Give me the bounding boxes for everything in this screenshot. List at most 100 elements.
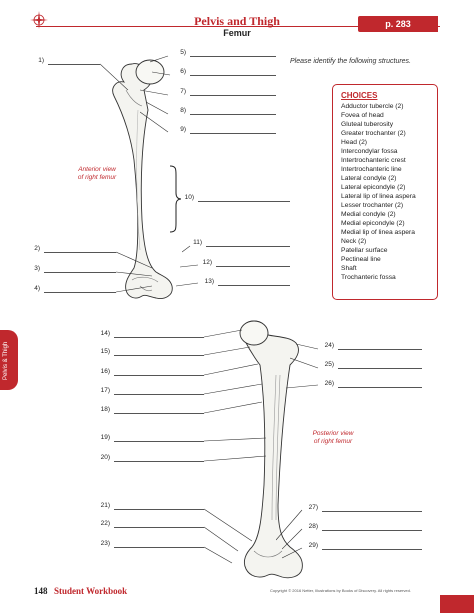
leader-line: [204, 329, 243, 338]
choice-item: Intertrochanteric crest: [341, 157, 406, 164]
label-number: 27): [308, 504, 318, 511]
answer-line[interactable]: [114, 441, 204, 442]
choice-item: Lateral lip of linea aspera: [341, 193, 416, 200]
label-number: 15): [100, 348, 110, 355]
answer-line[interactable]: [44, 272, 116, 273]
answer-line[interactable]: [338, 368, 422, 369]
answer-line[interactable]: [190, 133, 276, 134]
leader-line: [282, 547, 303, 559]
label-number: 16): [100, 368, 110, 375]
leader-line: [204, 401, 263, 414]
leader-line: [150, 55, 169, 63]
leader-line: [204, 526, 239, 552]
posterior-caption-text: Posterior view of right femur: [312, 430, 354, 445]
label-number: 26): [324, 380, 334, 387]
choice-item: Lesser trochanter (2): [341, 202, 404, 209]
choice-item: Medial condyle (2): [341, 211, 396, 218]
label-number: 7): [180, 88, 186, 95]
label-number: 3): [34, 265, 40, 272]
answer-line[interactable]: [216, 266, 290, 267]
anterior-femur-illustration: [112, 59, 173, 299]
choice-item: Adductor tubercle (2): [341, 103, 404, 110]
label-number: 24): [324, 342, 334, 349]
leader-line: [296, 343, 319, 350]
answer-line[interactable]: [114, 394, 204, 395]
answer-line[interactable]: [206, 246, 290, 247]
leader-line: [100, 63, 129, 91]
choice-item: Pectineal line: [341, 256, 381, 263]
choice-item: Neck (2): [341, 238, 367, 245]
answer-line[interactable]: [190, 56, 276, 57]
page-subtitle: Femur: [223, 28, 251, 38]
label-number: 23): [100, 540, 110, 547]
answer-line[interactable]: [114, 355, 204, 356]
leader-line: [204, 546, 233, 564]
section-side-tab: Pelvis & Thigh: [0, 330, 18, 390]
label-number: 2): [34, 245, 40, 252]
answer-line[interactable]: [338, 387, 422, 388]
answer-line[interactable]: [322, 511, 422, 512]
choice-item: Medial epicondyle (2): [341, 220, 405, 227]
leader-line: [276, 509, 303, 541]
label-number: 19): [100, 434, 110, 441]
choice-item: Medial lip of linea aspera: [341, 229, 415, 236]
posterior-femur-illustration: [239, 320, 303, 579]
leader-line: [116, 285, 153, 293]
leader-line: [116, 251, 153, 269]
answer-line[interactable]: [114, 337, 204, 338]
answer-line[interactable]: [218, 285, 290, 286]
header-rule: [36, 26, 440, 27]
label-number: 22): [100, 520, 110, 527]
answer-line[interactable]: [190, 114, 276, 115]
answer-line[interactable]: [198, 201, 290, 202]
compass-icon: [30, 11, 48, 29]
label-number: 5): [180, 49, 186, 56]
choice-item: Greater trochanter (2): [341, 130, 406, 137]
page-number: 148: [34, 586, 48, 596]
label-number: 12): [202, 259, 212, 266]
page-title: Pelvis and Thigh: [194, 14, 280, 28]
label-number: 28): [308, 523, 318, 530]
leader-line: [180, 264, 199, 268]
leader-line: [204, 437, 267, 442]
footer-corner-accent: [440, 595, 474, 613]
answer-line[interactable]: [114, 547, 204, 548]
copyright-notice: Copyright © 2016 Netter, Illustrations b…: [270, 588, 411, 593]
label-number: 8): [180, 107, 186, 114]
instructions-text: Please identify the following structures…: [290, 58, 412, 65]
answer-line[interactable]: [48, 64, 100, 65]
answer-line[interactable]: [114, 413, 204, 414]
answer-line[interactable]: [44, 252, 116, 253]
label-number: 29): [308, 542, 318, 549]
leader-line: [204, 455, 267, 462]
leader-line: [152, 71, 171, 76]
answer-line[interactable]: [322, 530, 422, 531]
leader-line: [176, 282, 199, 287]
answer-line[interactable]: [114, 375, 204, 376]
answer-line[interactable]: [322, 549, 422, 550]
answer-line[interactable]: [44, 292, 116, 293]
choice-item: Shaft: [341, 265, 357, 272]
choices-box: CHOICES Adductor tubercle (2) Fovea of h…: [332, 84, 438, 300]
label-number: 25): [324, 361, 334, 368]
answer-line[interactable]: [114, 527, 204, 528]
answer-line[interactable]: [338, 349, 422, 350]
choices-title: CHOICES: [341, 91, 378, 100]
leader-line: [116, 271, 153, 277]
choice-item: Head (2): [341, 139, 368, 146]
choice-item: Patellar surface: [341, 247, 388, 254]
leader-line: [182, 245, 191, 253]
label-number: 13): [204, 278, 214, 285]
choice-item: Gluteal tuberosity: [341, 121, 394, 128]
leader-line: [204, 363, 259, 376]
label-number: 20): [100, 454, 110, 461]
label-number: 11): [193, 239, 202, 246]
answer-line[interactable]: [190, 75, 276, 76]
leader-line: [140, 89, 169, 96]
answer-line[interactable]: [190, 95, 276, 96]
answer-line[interactable]: [114, 461, 204, 462]
shaft-bracket: [169, 165, 182, 233]
answer-line[interactable]: [114, 509, 204, 510]
choice-item: Lateral epicondyle (2): [341, 184, 406, 191]
label-number: 6): [180, 68, 186, 75]
